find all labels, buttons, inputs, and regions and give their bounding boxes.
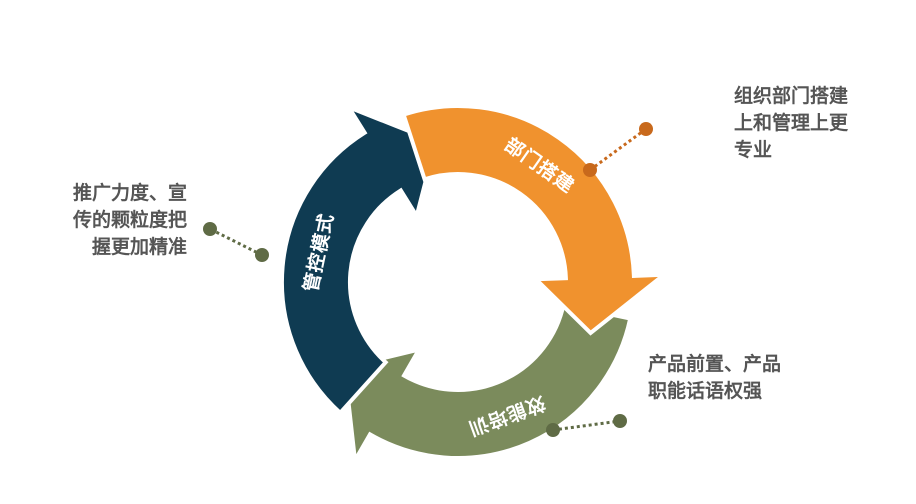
- cycle-arrow-green: [342, 302, 633, 467]
- note-bottom-right-line-2: 职能话语权强: [648, 380, 763, 402]
- note-top-right: 组织部门搭建 上和管理上更 专业: [734, 83, 904, 164]
- connector-dot-navy-2: [203, 222, 217, 236]
- note-left: 推广力度、宣 传的颗粒度把 握更加精准: [22, 180, 187, 261]
- cycle-arrow-orange: [401, 103, 670, 336]
- cycle-arrow-navy: [279, 103, 439, 416]
- note-bottom-right: 产品前置、产品 职能话语权强: [648, 351, 838, 405]
- connector-dot-orange-1: [583, 163, 597, 177]
- connector-dot-orange-2: [639, 122, 653, 136]
- note-left-line-2: 传的颗粒度把: [72, 209, 187, 231]
- connector-dot-navy-1: [255, 248, 269, 262]
- note-top-right-line-2: 上和管理上更: [734, 112, 849, 134]
- connector-line-navy: [209, 227, 263, 257]
- note-left-line-3: 握更加精准: [91, 236, 187, 258]
- cycle-arrows: [279, 103, 670, 467]
- connector-dot-green-1: [546, 423, 560, 437]
- note-top-right-line-3: 专业: [734, 139, 773, 161]
- connectors: [203, 122, 653, 437]
- note-top-right-line-1: 组织部门搭建: [734, 85, 849, 107]
- note-bottom-right-line-1: 产品前置、产品: [648, 353, 782, 375]
- connector-dot-green-2: [613, 414, 627, 428]
- connector-line-green: [552, 419, 621, 432]
- connector-line-orange: [589, 127, 647, 172]
- note-left-line-1: 推广力度、宣: [72, 182, 187, 204]
